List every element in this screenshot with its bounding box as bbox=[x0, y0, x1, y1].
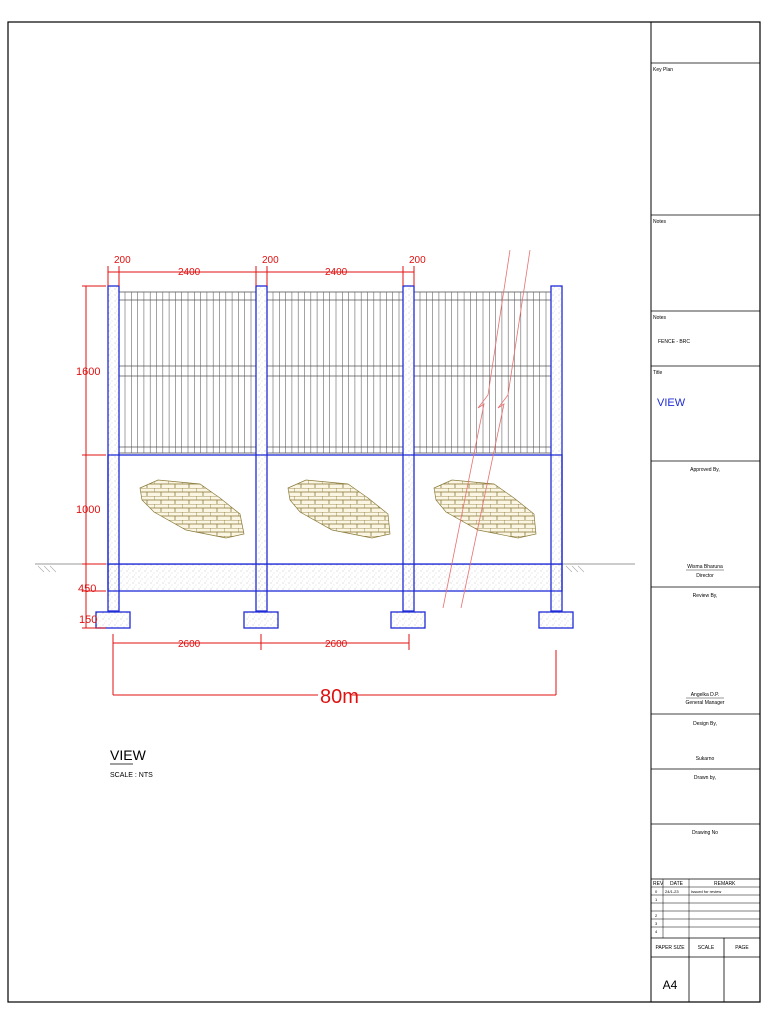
title-value: VIEW bbox=[657, 397, 686, 409]
rev-header-rev: REV bbox=[653, 881, 664, 887]
rev-row-3-rev: 3 bbox=[655, 921, 658, 926]
drawing-no-label: Drawing No bbox=[692, 830, 718, 836]
approved-name: Wisma Bharuna bbox=[687, 564, 723, 570]
ground-hatch bbox=[37, 565, 585, 573]
design-name: Sukarno bbox=[696, 756, 715, 762]
footings bbox=[95, 611, 574, 629]
brc-mesh-panels bbox=[118, 291, 552, 454]
dimension-labels: 200 2400 200 2400 200 1600 1000 450 150 … bbox=[76, 255, 426, 708]
paper-size-value: A4 bbox=[663, 978, 678, 992]
rev-header-date: DATE bbox=[670, 881, 684, 887]
approved-role: Director bbox=[696, 573, 714, 579]
notes-label-2: Notes bbox=[653, 315, 667, 321]
column-4 bbox=[550, 285, 563, 612]
dim-bay-2: 2600 bbox=[325, 639, 348, 650]
dim-sloof-height: 450 bbox=[78, 583, 96, 595]
rev-row-0-date: 24/1-23 bbox=[665, 889, 679, 894]
review-label: Review By, bbox=[693, 593, 718, 599]
view-title: VIEW bbox=[110, 747, 147, 763]
dim-post-2: 200 bbox=[262, 255, 279, 266]
dimension-lines bbox=[82, 266, 557, 696]
notes-value: FENCE - BRC bbox=[658, 339, 690, 345]
footing-1 bbox=[95, 611, 131, 629]
footing-2 bbox=[243, 611, 279, 629]
sloof-beam bbox=[107, 563, 563, 592]
notes-label: Notes bbox=[653, 219, 667, 225]
dim-wall-height: 1000 bbox=[76, 504, 100, 516]
dim-panel-2: 2400 bbox=[325, 267, 348, 278]
title-label: Title bbox=[653, 370, 662, 376]
column-2 bbox=[255, 285, 268, 612]
column-1 bbox=[107, 285, 120, 612]
dim-post-1: 200 bbox=[114, 255, 131, 266]
dim-bay-1: 2600 bbox=[178, 639, 201, 650]
dim-post-3: 200 bbox=[409, 255, 426, 266]
dim-fence-height: 1600 bbox=[76, 366, 100, 378]
review-name: Angelka D.P. bbox=[691, 692, 720, 698]
key-plan-label: Key Plan bbox=[653, 67, 673, 73]
rev-header-remark: REMARK bbox=[714, 881, 736, 887]
mesh-panel-frame bbox=[266, 291, 404, 454]
rev-row-0-remark: Issued for review bbox=[691, 889, 721, 894]
page-label: PAGE bbox=[735, 945, 749, 951]
break-line bbox=[442, 249, 531, 609]
rev-row-4-rev: 4 bbox=[655, 929, 658, 934]
rev-row-0-rev: 0 bbox=[655, 889, 658, 894]
brick-infill bbox=[139, 479, 537, 539]
scale-label: SCALE bbox=[698, 945, 715, 951]
mesh-panel-frame bbox=[118, 291, 257, 454]
outer-frame bbox=[7, 21, 761, 1003]
paper-size-label: PAPER SIZE bbox=[655, 945, 685, 951]
drawn-label: Drawn by, bbox=[694, 775, 716, 781]
title-block-grid bbox=[651, 62, 760, 1002]
mesh-panel-frame bbox=[413, 291, 552, 454]
dim-footing-height: 150 bbox=[79, 614, 97, 626]
column-3 bbox=[402, 285, 415, 612]
approved-label: Approved By, bbox=[690, 467, 720, 473]
footing-3 bbox=[390, 611, 426, 629]
rev-row-2-rev: 2 bbox=[655, 913, 658, 918]
footing-4 bbox=[538, 611, 574, 629]
dim-panel-1: 2400 bbox=[178, 267, 201, 278]
view-scale: SCALE : NTS bbox=[110, 772, 153, 779]
review-role: General Manager bbox=[686, 700, 725, 706]
columns bbox=[107, 285, 563, 612]
design-label: Design By, bbox=[693, 721, 717, 727]
rev-row-1-rev: 1 bbox=[655, 897, 658, 902]
dim-total-length: 80m bbox=[320, 686, 359, 708]
